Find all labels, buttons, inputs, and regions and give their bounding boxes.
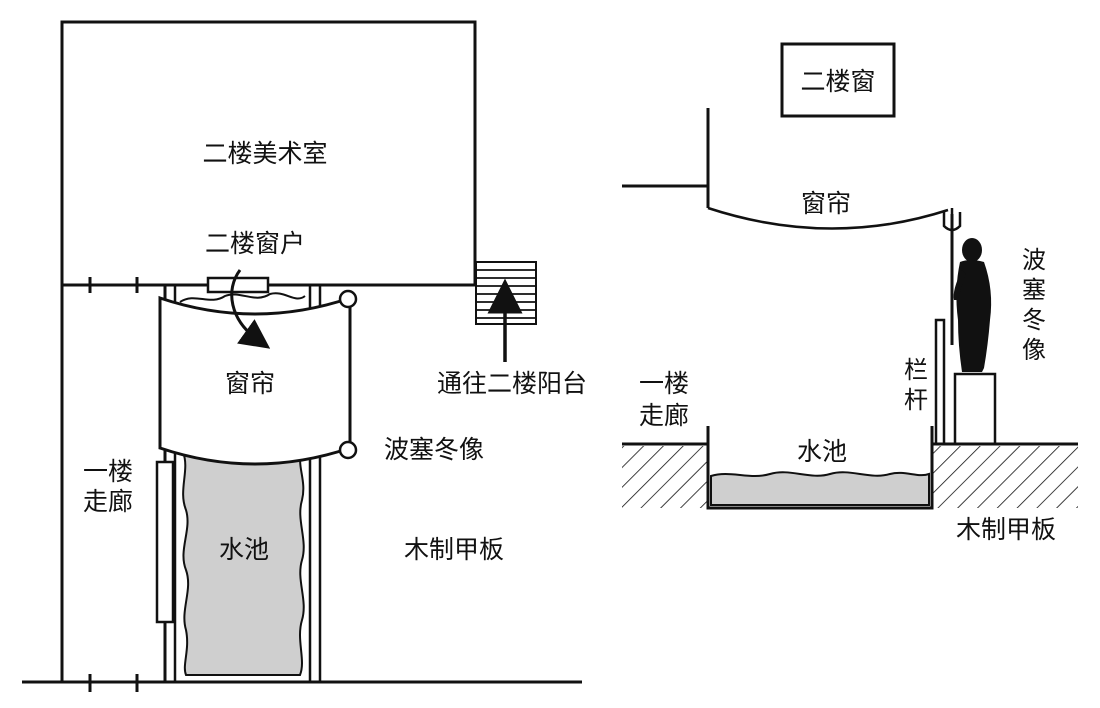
section-curtain-curve [707,206,949,230]
section-railing-char: 栏 [904,356,928,384]
section-pool-basin [706,426,934,510]
curtain-label: 窗帘 [225,369,275,398]
corridor-label-line1: 一楼 [83,457,133,486]
balcony-label: 通往二楼阳台 [437,369,587,398]
plan-view: 二楼美术室 二楼窗户 窗帘 通往二楼阳台 波塞冬像 一楼 走廊 水池 木制甲板 [22,20,587,692]
section-window-label: 二楼窗 [800,67,875,96]
section-railing [934,318,946,446]
section-statue-char: 像 [1022,336,1046,364]
statue-silhouette-icon [953,238,992,372]
section-pool-water [710,471,930,506]
section-corridor-line1: 一楼 [639,369,689,398]
window-water-ripple [179,292,306,303]
second-floor-window-box [780,42,896,118]
statue-label: 波塞冬像 [384,435,484,464]
window-label: 二楼窗户 [205,229,305,258]
second-floor-window-frame [206,276,270,294]
art-room-label: 二楼美术室 [202,139,327,168]
section-statue-char: 冬 [1022,306,1046,334]
pool-water [181,451,305,676]
section-deck-label: 木制甲板 [956,515,1056,544]
trident-icon [942,208,962,345]
section-hatch-right [932,446,1078,508]
section-curtain-label: 窗帘 [801,189,851,218]
section-statue-char: 波 [1022,246,1046,274]
deck-label: 木制甲板 [404,535,504,564]
section-hatch-left [622,446,708,508]
section-railing-char: 杆 [904,386,928,414]
railing-bar [155,460,175,624]
statue-marker [338,440,358,460]
pool-label: 水池 [219,535,269,564]
section-pool-label: 水池 [797,437,847,466]
statue-pedestal [953,372,997,446]
corridor-label-line2: 走廊 [83,487,133,516]
section-statue-char: 塞 [1022,276,1046,304]
section-view: 二楼窗 窗帘 水池 一 [622,42,1078,544]
statue-marker-top [338,289,358,309]
window-arrow [230,269,271,349]
section-corridor-line2: 走廊 [639,401,689,430]
